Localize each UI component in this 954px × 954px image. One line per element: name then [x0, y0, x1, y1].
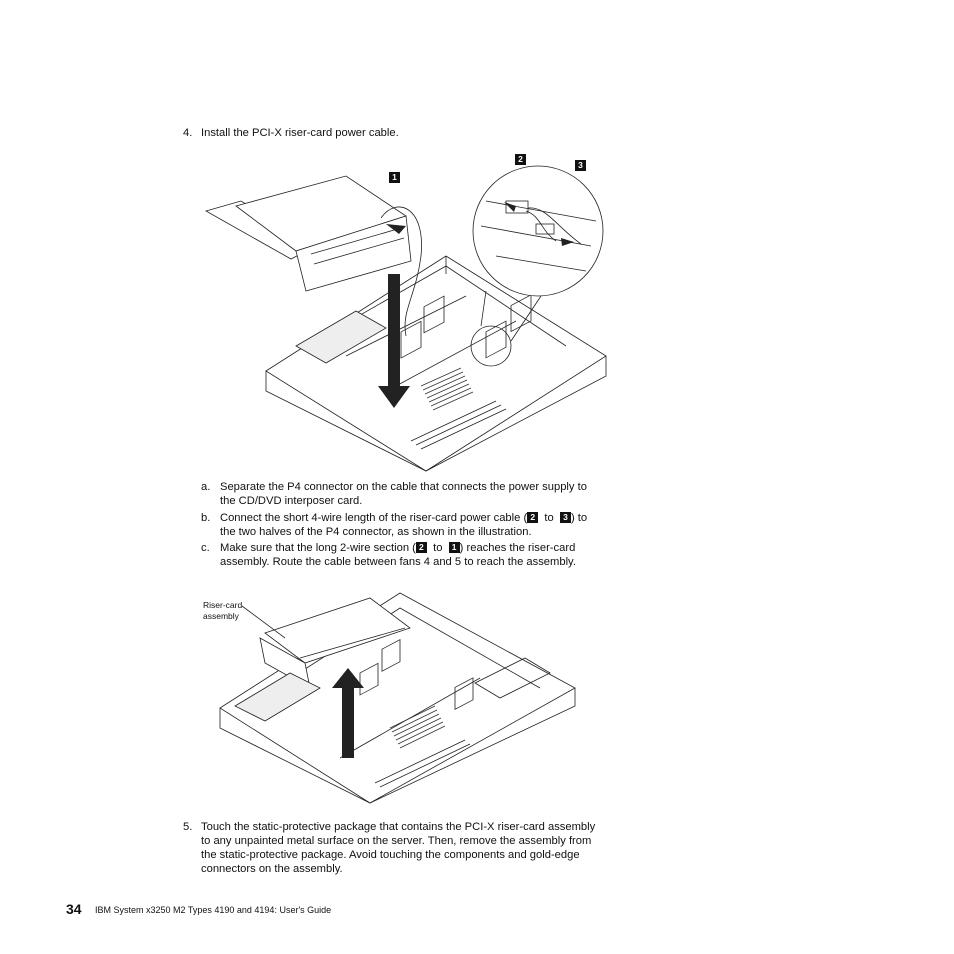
riser-card-label-line2: assembly	[203, 611, 239, 621]
substep-c-line1: Make sure that the long 2-wire section (…	[220, 542, 576, 554]
callout-2: 2	[515, 150, 526, 168]
substep-c-letter: c.	[201, 542, 210, 554]
substep-b-line2: the two halves of the P4 connector, as s…	[220, 526, 532, 538]
substep-b-line1: Connect the short 4-wire length of the r…	[220, 512, 588, 524]
footer-title: IBM System x3250 M2 Types 4190 and 4194:…	[95, 905, 332, 915]
callout-3: 3	[575, 156, 586, 174]
up-arrow-icon	[332, 668, 364, 758]
step-5-line3: the static-protective package. Avoid tou…	[201, 849, 580, 861]
step-5-line2: to any unpainted metal surface on the se…	[201, 835, 592, 847]
step-4-number: 4.	[183, 127, 193, 139]
step-5-number: 5.	[183, 821, 193, 833]
substep-a-letter: a.	[201, 481, 211, 493]
figure-riser-card-assembly: Riser-card assembly	[200, 588, 580, 818]
substep-c-line2: assembly. Route the cable between fans 4…	[220, 556, 576, 568]
step-5-line4: connectors on the assembly.	[201, 863, 343, 875]
step-5-line1: Touch the static-protective package that…	[201, 821, 596, 833]
callout-1-inline: 1	[448, 542, 460, 553]
step-4-text: Install the PCI-X riser-card power cable…	[201, 127, 399, 139]
server-chassis-illustration	[204, 165, 607, 472]
callout-2-inline: 2	[415, 542, 427, 553]
substep-a-line1: Separate the P4 connector on the cable t…	[220, 481, 587, 493]
down-arrow-icon	[378, 274, 410, 408]
substep-a-line2: the CD/DVD interposer card.	[220, 495, 363, 507]
callout-1: 1	[389, 168, 400, 186]
server-chassis-riser-illustration	[219, 592, 576, 804]
substep-b-letter: b.	[201, 512, 211, 524]
callout-2-inline: 2	[527, 512, 539, 523]
page-number: 34	[66, 901, 82, 917]
figure-riser-card-power-cable: 1 2 3	[196, 146, 618, 472]
riser-card-label-line1: Riser-card	[203, 600, 243, 610]
callout-3-inline: 3	[559, 512, 571, 523]
